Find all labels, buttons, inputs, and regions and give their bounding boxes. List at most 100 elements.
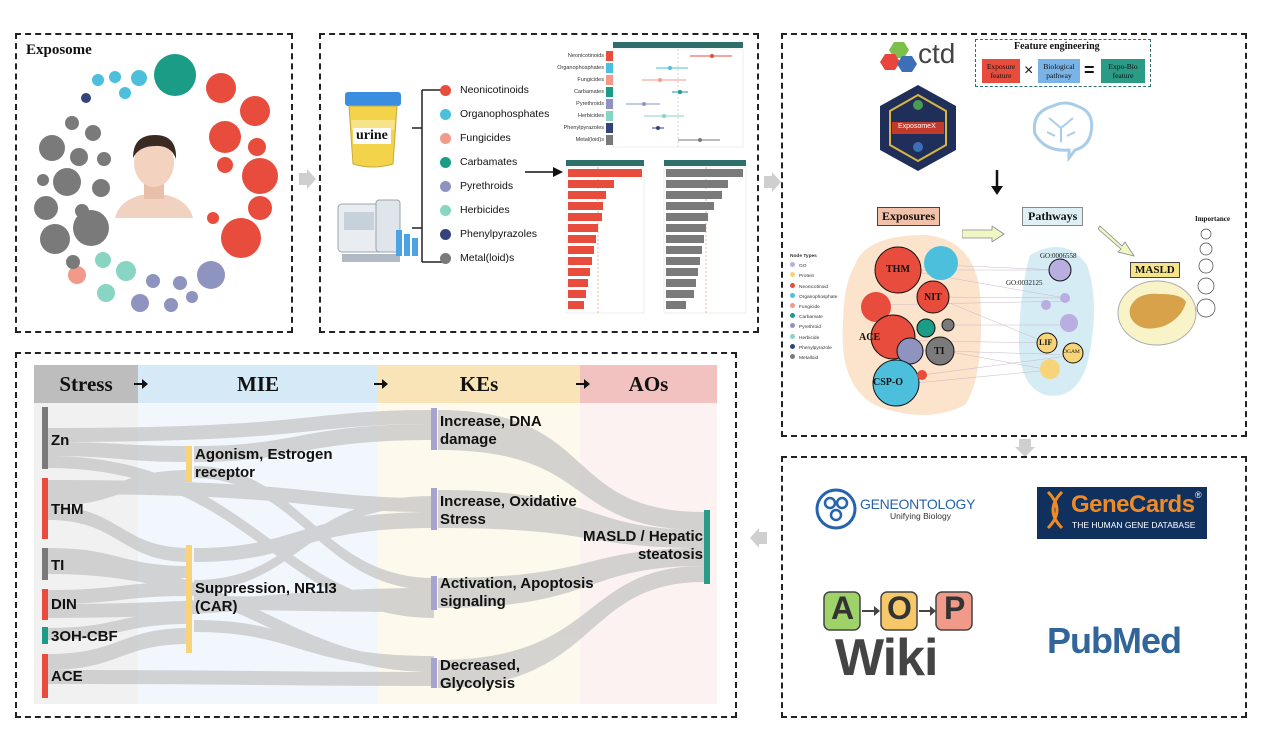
ke-dna-damage: Increase, DNA damage [440, 413, 542, 449]
forest-plot [606, 42, 744, 148]
genecards-name: GeneCards [1071, 491, 1195, 518]
bracket-connector [412, 89, 442, 263]
mass-spectrometer-icon [337, 199, 418, 262]
ctd-label: ctd [918, 38, 956, 69]
node-lif: LIF [1039, 338, 1053, 347]
node-nit: NIT [924, 292, 942, 303]
stress-ace: ACE [51, 668, 83, 685]
legend-item: Carbamates [440, 156, 517, 168]
feature-engineering-title: Feature engineering [1014, 41, 1100, 52]
feature-network-panel [781, 33, 1247, 437]
mie-agonism-er: Agonism, Estrogen receptor [195, 446, 333, 482]
importance-bar-plots [566, 160, 747, 314]
aop-wiki-text: Wiki [835, 629, 938, 687]
network-graph [842, 235, 1094, 415]
geneontology-logo-icon [815, 488, 857, 530]
masld-label: MASLD [1130, 262, 1180, 278]
node-bar-suppression-car [186, 545, 192, 653]
legend-item: Phenylpyrazoles [440, 228, 537, 240]
node-bar-oxidative-stress [431, 488, 437, 530]
go-term-1: GO:0006558 [1040, 252, 1077, 260]
sankey-flows [48, 410, 704, 688]
node-bar-glycolysis [431, 658, 437, 688]
exposures-label: Exposures [877, 207, 941, 226]
arrow-pathways-to-masld [1098, 225, 1135, 257]
node-bar-3oh-cbf [42, 627, 48, 644]
exposomex-logo [880, 85, 956, 171]
ao-masld: MASLD / Hepatic steatosis [582, 528, 703, 564]
arrow-databases-to-sankey [750, 528, 767, 548]
legend-item: Fungicides [440, 132, 511, 144]
urine-label: urine [353, 128, 391, 144]
aop-letter-o: O [887, 590, 912, 626]
dna-icon [1046, 490, 1064, 530]
analysis-panel [319, 33, 759, 333]
node-bar-ti [42, 548, 48, 580]
node-ti: TI [934, 346, 945, 357]
importance-scale [1196, 228, 1216, 318]
header-stress: Stress [34, 365, 138, 403]
ai-brain-icon [1032, 101, 1094, 162]
node-bar-din [42, 589, 48, 620]
biological-pathway-box: Biological pathway [1038, 59, 1080, 83]
ctd-logo-icon [880, 42, 917, 72]
node-bar-thm [42, 478, 48, 539]
databases-panel [781, 456, 1247, 718]
arrow-network-to-databases [1015, 439, 1035, 457]
node-ogam: OGAM [1063, 349, 1080, 355]
exposome-panel: Exposome [15, 33, 293, 333]
legend-item: Herbicides [440, 204, 510, 216]
genecards-subtitle: THE HUMAN GENE DATABASE [1072, 520, 1196, 530]
legend-item: Organophosphates [440, 108, 549, 120]
node-bar-apoptosis [431, 576, 437, 610]
pubmed-logo: PubMed [1047, 620, 1182, 661]
genecards-logo [1037, 487, 1207, 539]
ke-glycolysis: Decreased, Glycolysis [440, 657, 521, 693]
node-csp-o: CSP-O [873, 377, 903, 388]
header-mie: MIE [138, 365, 378, 403]
aop-sankey-panel [15, 352, 737, 718]
genecards-registered: ® [1195, 490, 1202, 500]
arrow-down-to-network [991, 170, 1003, 195]
feature-engineering-box [975, 39, 1151, 87]
equals-operator: = [1084, 60, 1095, 80]
times-operator: × [1024, 62, 1034, 79]
stress-zn: Zn [51, 432, 70, 449]
mie-suppression-car: Suppression, NR1I3 (CAR) [195, 580, 337, 616]
node-types-legend: Node Types GO Protein Neonicotinoid Orga… [790, 254, 838, 362]
expo-bio-feature-box: Expo-Bio feature [1101, 59, 1145, 83]
stress-3oh-cbf: 3OH-CBF [51, 628, 118, 645]
header-kes: KEs [378, 365, 580, 403]
stress-din: DIN [51, 596, 77, 613]
aop-letter-a: A [831, 590, 855, 626]
node-bar-masld [704, 510, 710, 584]
header-arrows [134, 379, 590, 389]
go-term-2: GO:0032125 [1006, 279, 1043, 287]
ke-oxidative-stress: Increase, Oxidative Stress [440, 493, 577, 529]
legend-item: Neonicotinoids [440, 84, 529, 96]
node-bar-ace [42, 654, 48, 698]
node-bar-agonism-er [186, 446, 192, 482]
ke-apoptosis: Activation, Apoptosis signaling [440, 575, 594, 611]
aop-wiki-logo [823, 591, 973, 631]
header-aos: AOs [580, 365, 717, 403]
node-thm: THM [886, 264, 910, 275]
exposomex-label: ExposomeX [898, 123, 936, 130]
pathways-label: Pathways [1022, 207, 1084, 226]
geneontology-name: GENEONTOLOGY [860, 496, 976, 512]
arrow-analysis-to-feature [764, 172, 781, 192]
liver-icon [1117, 280, 1197, 346]
arrow-exposome-to-analysis [299, 169, 316, 189]
exposome-title: Exposome [26, 42, 92, 58]
exposure-feature-box: Exposure feature [982, 59, 1020, 83]
person-illustration [115, 135, 193, 218]
importance-label: Importance [1195, 215, 1230, 223]
node-ace: ACE [859, 332, 881, 343]
legend-item: Metal(loid)s [440, 252, 514, 264]
stress-thm: THM [51, 501, 84, 518]
geneontology-subtitle: Unifying Biology [890, 511, 951, 521]
node-bar-dna-damage [431, 408, 437, 450]
aop-letter-p: P [944, 590, 966, 626]
exposome-bubble-ring [34, 54, 278, 312]
